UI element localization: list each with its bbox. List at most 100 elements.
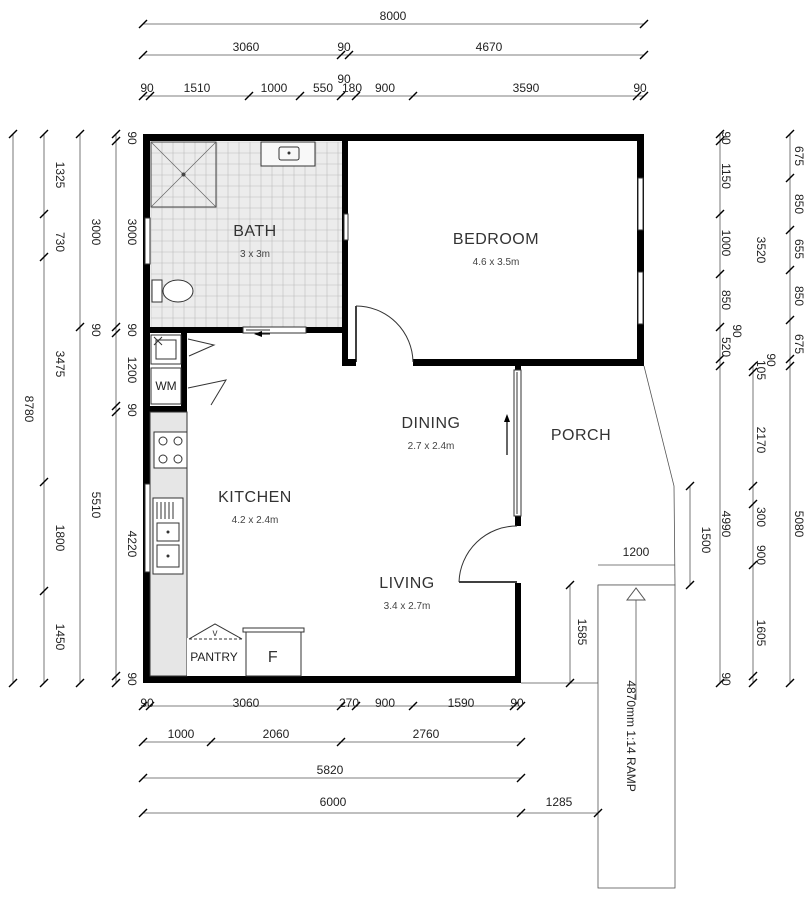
svg-text:5510: 5510 bbox=[89, 492, 103, 519]
svg-text:90: 90 bbox=[764, 353, 778, 367]
svg-text:90: 90 bbox=[140, 696, 154, 710]
svg-text:1150: 1150 bbox=[719, 163, 733, 189]
vanity bbox=[260, 141, 316, 167]
room-porch: PORCH bbox=[551, 427, 611, 444]
room-dining-size: 2.7 x 2.4m bbox=[408, 441, 455, 452]
svg-text:730: 730 bbox=[53, 232, 67, 252]
fridge-label: F bbox=[268, 649, 278, 666]
shower bbox=[150, 141, 217, 208]
svg-text:90: 90 bbox=[125, 672, 139, 686]
svg-text:90: 90 bbox=[719, 131, 733, 145]
washing-machine: WM bbox=[150, 367, 182, 405]
svg-text:90: 90 bbox=[125, 403, 139, 417]
bedroom-door bbox=[355, 305, 414, 363]
room-bath: BATH bbox=[233, 223, 276, 240]
svg-text:675: 675 bbox=[792, 146, 806, 166]
svg-text:90: 90 bbox=[125, 131, 139, 145]
svg-text:655: 655 bbox=[792, 239, 806, 259]
svg-text:90: 90 bbox=[337, 72, 351, 86]
svg-text:1605: 1605 bbox=[754, 620, 768, 647]
svg-text:3475: 3475 bbox=[53, 351, 67, 378]
room-bedroom-size: 4.6 x 3.5m bbox=[473, 257, 520, 268]
room-dining: DINING bbox=[402, 415, 461, 432]
svg-text:900: 900 bbox=[754, 545, 768, 565]
svg-text:550: 550 bbox=[313, 81, 333, 95]
svg-text:90: 90 bbox=[510, 696, 524, 710]
svg-text:4220: 4220 bbox=[125, 531, 139, 558]
svg-text:1500: 1500 bbox=[699, 527, 713, 554]
svg-text:5820: 5820 bbox=[317, 763, 344, 777]
kitchen-bench bbox=[149, 411, 188, 677]
svg-text:1000: 1000 bbox=[168, 727, 195, 741]
svg-text:900: 900 bbox=[375, 696, 395, 710]
svg-text:1325: 1325 bbox=[53, 162, 67, 189]
svg-text:1200: 1200 bbox=[125, 357, 139, 384]
svg-text:1200: 1200 bbox=[623, 545, 650, 559]
svg-text:90: 90 bbox=[125, 323, 139, 337]
dims-left: 8780 1325 730 3475 1800 1450 3000 90 551… bbox=[22, 131, 139, 686]
room-kitchen-size: 4.2 x 2.4m bbox=[232, 515, 279, 526]
svg-text:1450: 1450 bbox=[53, 624, 67, 651]
svg-text:3060: 3060 bbox=[233, 40, 260, 54]
svg-text:850: 850 bbox=[792, 286, 806, 306]
pantry-label: PANTRY bbox=[190, 650, 238, 664]
svg-text:270: 270 bbox=[339, 696, 359, 710]
dims-bottom: 90 3060 270 900 1590 90 1000 2060 2760 5… bbox=[140, 696, 572, 809]
svg-text:90: 90 bbox=[337, 40, 351, 54]
svg-text:1285: 1285 bbox=[546, 795, 573, 809]
svg-text:8780: 8780 bbox=[22, 396, 36, 423]
svg-text:1800: 1800 bbox=[53, 525, 67, 552]
svg-text:520: 520 bbox=[719, 337, 733, 357]
svg-text:1585: 1585 bbox=[575, 619, 589, 646]
svg-text:3590: 3590 bbox=[513, 81, 540, 95]
room-living: LIVING bbox=[379, 575, 434, 592]
svg-text:6000: 6000 bbox=[320, 795, 347, 809]
fridge: F bbox=[242, 627, 305, 677]
toilet bbox=[151, 279, 194, 303]
svg-text:850: 850 bbox=[792, 194, 806, 214]
svg-text:1590: 1590 bbox=[448, 696, 475, 710]
ramp-label: 4870mm 1:14 RAMP bbox=[624, 680, 638, 791]
walls bbox=[143, 134, 644, 683]
svg-text:90: 90 bbox=[719, 672, 733, 686]
svg-text:1510: 1510 bbox=[184, 81, 211, 95]
svg-text:4990: 4990 bbox=[719, 511, 733, 538]
wm-label: WM bbox=[155, 379, 176, 393]
laundry-tub bbox=[150, 334, 182, 365]
svg-text:8000: 8000 bbox=[380, 9, 407, 23]
svg-text:2060: 2060 bbox=[263, 727, 290, 741]
svg-text:3000: 3000 bbox=[125, 219, 139, 246]
svg-text:90: 90 bbox=[730, 324, 744, 338]
svg-text:850: 850 bbox=[719, 290, 733, 310]
room-living-size: 3.4 x 2.7m bbox=[384, 601, 431, 612]
svg-text:900: 900 bbox=[375, 81, 395, 95]
dimension-ticks bbox=[8, 19, 795, 818]
svg-text:90: 90 bbox=[633, 81, 647, 95]
svg-text:3060: 3060 bbox=[233, 696, 260, 710]
svg-text:90: 90 bbox=[89, 323, 103, 337]
windows bbox=[144, 177, 644, 573]
svg-text:1000: 1000 bbox=[261, 81, 288, 95]
svg-text:3520: 3520 bbox=[754, 237, 768, 264]
room-bath-size: 3 x 3m bbox=[240, 249, 270, 260]
laundry-bifold-doors bbox=[187, 338, 228, 406]
svg-text:3000: 3000 bbox=[89, 219, 103, 246]
svg-text:90: 90 bbox=[140, 81, 154, 95]
dims-top: 8000 3060 90 4670 90 90 1510 1000 550 18… bbox=[140, 9, 647, 95]
bath-sliding-door bbox=[242, 326, 307, 337]
dimension-lines bbox=[12, 23, 791, 814]
svg-text:2170: 2170 bbox=[754, 427, 768, 454]
svg-text:675: 675 bbox=[792, 334, 806, 354]
svg-text:180: 180 bbox=[342, 81, 362, 95]
svg-text:4670: 4670 bbox=[476, 40, 503, 54]
room-kitchen: KITCHEN bbox=[218, 489, 292, 506]
svg-text:2760: 2760 bbox=[413, 727, 440, 741]
sliding-door bbox=[504, 369, 522, 517]
ramp: 4870mm 1:14 RAMP bbox=[597, 584, 676, 889]
pantry: v PANTRY bbox=[187, 623, 243, 676]
svg-text:105: 105 bbox=[754, 360, 768, 380]
svg-text:1000: 1000 bbox=[719, 230, 733, 257]
room-bedroom: BEDROOM bbox=[453, 231, 539, 248]
svg-text:5080: 5080 bbox=[792, 511, 806, 538]
